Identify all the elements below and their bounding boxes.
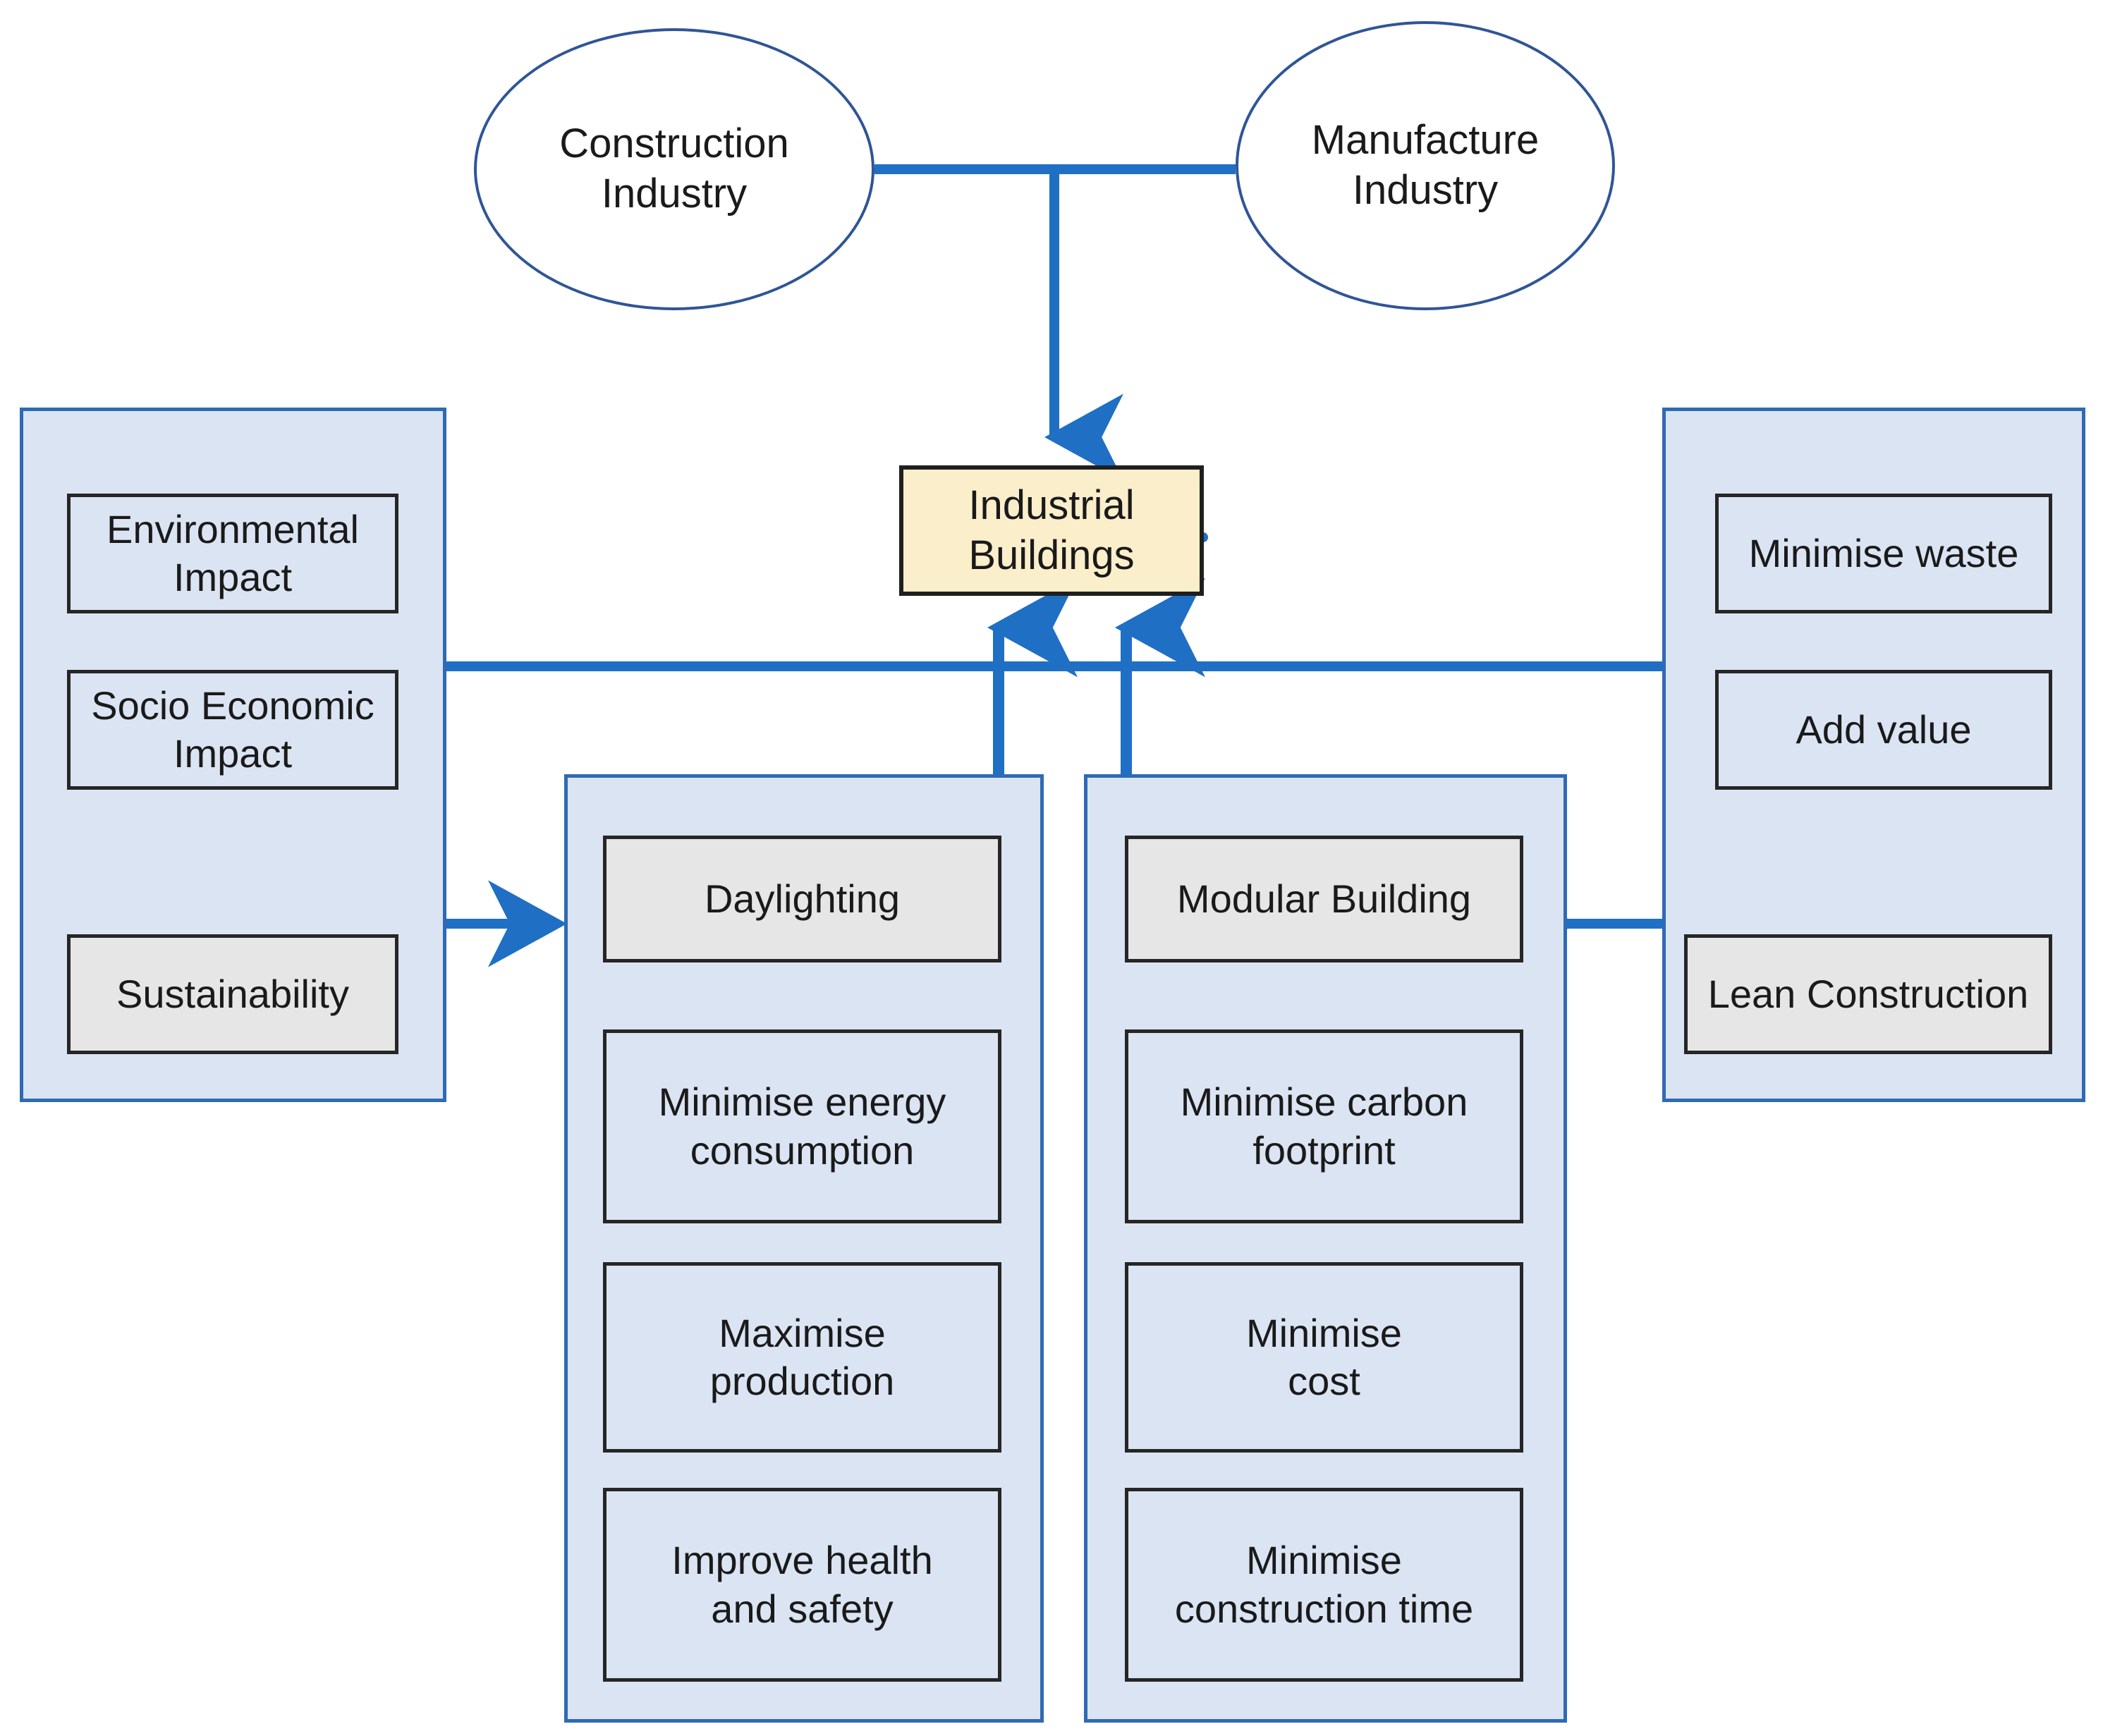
node-socio-economic-impact[interactable]: Socio Economic Impact [67,670,398,790]
node-construction-industry[interactable]: Construction Industry [474,28,874,310]
node-industrial-buildings[interactable]: Industrial Buildings [899,465,1204,596]
node-improve-health-and-safety-label: Improve health and safety [671,1538,933,1631]
node-minimise-waste[interactable]: Minimise waste [1715,494,2052,613]
node-improve-health-and-safety[interactable]: Improve health and safety [603,1488,1001,1682]
node-minimise-carbon-footprint[interactable]: Minimise carbon footprint [1125,1029,1523,1223]
node-minimise-energy-consumption-label: Minimise energy consumption [658,1080,946,1173]
node-add-value[interactable]: Add value [1715,670,2052,790]
node-sustainability[interactable]: Sustainability [67,934,398,1054]
node-minimise-construction-time-label: Minimise construction time [1174,1538,1474,1631]
node-socio-economic-impact-label: Socio Economic Impact [91,683,374,776]
node-manufacture-industry-label: Manufacture Industry [1311,117,1540,213]
node-minimise-carbon-footprint-label: Minimise carbon footprint [1180,1080,1468,1173]
node-manufacture-industry[interactable]: Manufacture Industry [1236,21,1615,310]
node-minimise-cost-label: Minimise cost [1246,1310,1402,1403]
node-construction-industry-label: Construction Industry [559,121,789,216]
node-maximise-production[interactable]: Maximise production [603,1262,1001,1453]
node-minimise-construction-time[interactable]: Minimise construction time [1125,1488,1523,1682]
node-industrial-buildings-label: Industrial Buildings [968,482,1135,578]
node-daylighting[interactable]: Daylighting [603,836,1001,962]
node-lean-construction[interactable]: Lean Construction [1684,934,2052,1054]
node-modular-building-label: Modular Building [1176,876,1472,921]
node-minimise-energy-consumption[interactable]: Minimise energy consumption [603,1029,1001,1223]
node-maximise-production-label: Maximise production [709,1310,895,1403]
node-modular-building[interactable]: Modular Building [1125,836,1523,962]
node-sustainability-label: Sustainability [116,971,349,1016]
node-minimise-waste-label: Minimise waste [1748,530,2019,575]
node-lean-construction-label: Lean Construction [1707,971,2029,1016]
node-minimise-cost[interactable]: Minimise cost [1125,1262,1523,1453]
node-add-value-label: Add value [1796,707,1972,752]
node-environmental-impact-label: Environmental Impact [106,506,359,599]
node-environmental-impact[interactable]: Environmental Impact [67,494,398,613]
node-daylighting-label: Daylighting [704,876,901,921]
